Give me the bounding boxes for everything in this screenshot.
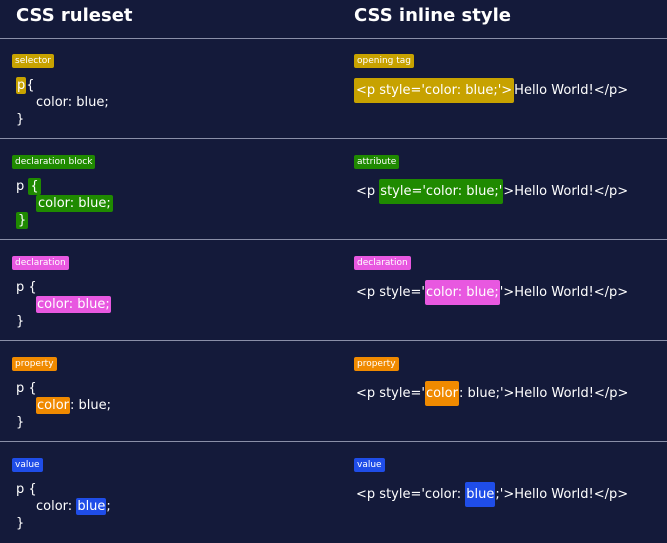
ruleset-code: p{ color: blue; } bbox=[16, 77, 109, 128]
header: CSS ruleset CSS inline style bbox=[0, 0, 667, 39]
semi-quote: ;' bbox=[495, 487, 504, 502]
label-value-right: value bbox=[354, 458, 385, 472]
hl-declaration: color: blue; bbox=[36, 296, 111, 313]
header-css-ruleset: CSS ruleset bbox=[16, 5, 133, 26]
style-prefix: style=' bbox=[379, 285, 425, 300]
ruleset-code: p { color: blue; } bbox=[16, 178, 113, 229]
label-attribute: attribute bbox=[354, 155, 400, 169]
tag-open: <p bbox=[356, 487, 376, 502]
selector-text: p bbox=[16, 280, 25, 295]
tag-open: <p bbox=[356, 386, 376, 401]
ruleset-code: p { color: blue; } bbox=[16, 279, 111, 330]
colon: : bbox=[67, 499, 77, 514]
tag-open: <p bbox=[356, 184, 376, 199]
brace-close: } bbox=[16, 112, 25, 127]
inline-code: <p style='color: blue;'>Hello World!</p> bbox=[356, 179, 629, 204]
hello-text: Hello World!</p> bbox=[514, 83, 629, 98]
brace-close: } bbox=[16, 516, 25, 531]
selector-text: p bbox=[16, 179, 25, 194]
inline-code: <p style='color: blue;'>Hello World!</p> bbox=[356, 482, 629, 507]
hl-selector: p bbox=[16, 77, 27, 94]
label-opening-tag: opening tag bbox=[354, 54, 414, 68]
hl-inline-value: blue bbox=[465, 482, 496, 507]
hl-close-brace: } bbox=[16, 212, 29, 229]
style-prefix: style=' bbox=[379, 386, 425, 401]
hl-attribute: style='color: blue;' bbox=[379, 179, 504, 204]
tag-open: <p bbox=[356, 285, 376, 300]
semicolon: ; bbox=[106, 499, 111, 514]
value-text: blue bbox=[78, 398, 107, 413]
hl-value: blue bbox=[76, 498, 107, 515]
brace-close: } bbox=[16, 415, 25, 430]
hl-opening-tag: <p style='color: blue;'> bbox=[354, 78, 515, 103]
property-text: color bbox=[36, 499, 68, 514]
brace-open: { bbox=[26, 78, 35, 93]
ruleset-code: p { color: blue; } bbox=[16, 380, 111, 431]
hl-inline-property: color bbox=[424, 381, 459, 406]
label-declaration-left: declaration bbox=[12, 256, 69, 270]
hello-text: >Hello World!</p> bbox=[503, 487, 629, 502]
quote-close: ' bbox=[499, 285, 504, 300]
hl-inline-declaration: color: blue; bbox=[424, 280, 500, 305]
hello-text: >Hello World!</p> bbox=[503, 184, 629, 199]
label-declaration-block: declaration block bbox=[12, 155, 96, 169]
ruleset-code: p { color: blue; } bbox=[16, 481, 111, 532]
brace-open: { bbox=[28, 482, 37, 497]
label-value-left: value bbox=[12, 458, 43, 472]
inline-code: <p style='color: blue;'>Hello World!</p> bbox=[356, 381, 629, 406]
brace-close: } bbox=[16, 314, 25, 329]
row-declaration: declaration p { color: blue; } declarati… bbox=[0, 241, 667, 341]
selector-text: p bbox=[16, 482, 25, 497]
hl-open-brace: { bbox=[28, 178, 41, 195]
label-declaration-right: declaration bbox=[354, 256, 411, 270]
row-declaration-block: declaration block p { color: blue; } att… bbox=[0, 140, 667, 240]
label-selector: selector bbox=[12, 54, 54, 68]
inline-code: <p style='color: blue;'>Hello World!</p> bbox=[356, 280, 629, 305]
selector-text: p bbox=[16, 381, 25, 396]
label-property-left: property bbox=[12, 357, 57, 371]
row-property: property p { color: blue; } property <p … bbox=[0, 342, 667, 442]
inline-code: <p style='color: blue;'>Hello World!</p> bbox=[354, 78, 629, 103]
hello-text: >Hello World!</p> bbox=[503, 386, 629, 401]
hello-text: >Hello World!</p> bbox=[503, 285, 629, 300]
brace-open: { bbox=[28, 280, 37, 295]
colon-blue: : blue;' bbox=[458, 386, 504, 401]
row-selector: selector p{ color: blue; } opening tag <… bbox=[0, 39, 667, 139]
brace-open: { bbox=[28, 381, 37, 396]
header-css-inline-style: CSS inline style bbox=[354, 5, 511, 26]
hl-decl: color: blue; bbox=[36, 195, 113, 212]
hl-property: color bbox=[36, 397, 71, 414]
row-value: value p { color: blue; } value <p style=… bbox=[0, 443, 667, 543]
style-color-prefix: style='color: bbox=[379, 487, 466, 502]
semicolon: ; bbox=[106, 398, 112, 413]
label-property-right: property bbox=[354, 357, 399, 371]
colon: : bbox=[70, 398, 79, 413]
decl-line: color: blue; bbox=[36, 95, 109, 110]
